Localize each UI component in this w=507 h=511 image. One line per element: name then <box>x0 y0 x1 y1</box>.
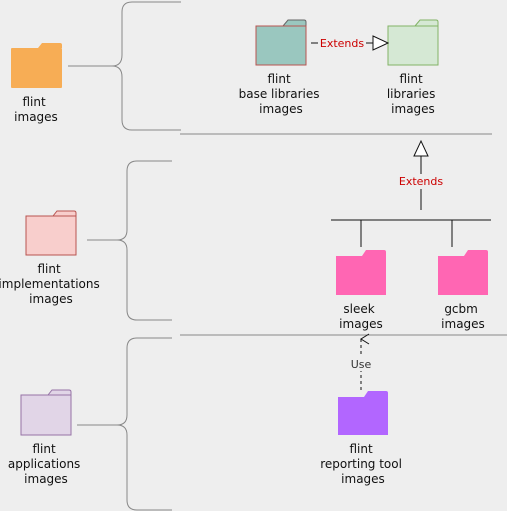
libraries-label: flint libraries images <box>387 72 439 116</box>
tier-apps-label-line: flint <box>32 442 55 456</box>
reporting-tool-folder-tab <box>364 391 388 397</box>
folder-icon[interactable] <box>336 250 386 295</box>
extends-label-vertical: Extends <box>399 175 443 188</box>
use-label: Use <box>351 358 372 371</box>
folder-icon[interactable] <box>387 19 439 66</box>
folder-icon[interactable] <box>11 43 62 88</box>
libraries-folder-body <box>387 25 439 66</box>
tier-impl-label-line: flint <box>37 262 60 276</box>
extends-label-horizontal: Extends <box>320 37 364 50</box>
use-label-bg <box>348 357 374 371</box>
base-libraries-label-line: flint <box>267 72 290 86</box>
tier-apps-label-line: applications <box>8 457 80 471</box>
libraries-label-line: libraries <box>387 87 435 101</box>
base-libraries-label: flint base libraries images <box>239 72 324 116</box>
libraries-label-line: images <box>391 102 435 116</box>
tier-impl-label-line: implementations <box>0 277 100 291</box>
tier-impl-folder-tab <box>51 210 77 217</box>
folder-icon[interactable] <box>338 391 388 435</box>
folder-icon[interactable] <box>255 19 307 66</box>
tier-apps-folder-body <box>20 394 72 436</box>
reporting-tool-label-line: flint <box>349 442 372 456</box>
tier-apps-folder-tab <box>46 389 72 396</box>
base-libraries-label-line: base libraries <box>239 87 320 101</box>
sleek-folder-tab <box>362 250 386 256</box>
folder-icon[interactable] <box>25 210 77 256</box>
tier-impl-label-line: images <box>29 292 73 306</box>
libraries-label-line: flint <box>399 72 422 86</box>
extends-vertical-label-bg <box>396 174 446 189</box>
gcbm-label: gcbm images <box>441 302 485 331</box>
tier-apps-label: flint applications images <box>8 442 84 486</box>
extends-label-bg <box>318 36 366 50</box>
base-libraries-label-line: images <box>259 102 303 116</box>
tier-images-label-line: flint <box>22 95 45 109</box>
sleek-label-line: sleek <box>343 302 374 316</box>
tier-images-label-line: images <box>14 110 58 124</box>
gcbm-folder-tab <box>464 250 488 256</box>
tier-images-folder-body <box>11 48 62 88</box>
bracket-impl <box>87 160 172 321</box>
gcbm-folder-body <box>438 256 488 295</box>
gcbm-label-line: gcbm <box>444 302 478 316</box>
reporting-tool-label-line: images <box>341 472 385 486</box>
tier-impl-folder-body <box>25 215 77 256</box>
libraries-folder-tab <box>413 19 439 27</box>
gcbm-label-line: images <box>441 317 485 331</box>
reporting-tool-folder-body <box>338 397 388 435</box>
bracket-images <box>68 1 181 131</box>
sleek-label-line: images <box>339 317 383 331</box>
folder-icon[interactable] <box>20 389 72 436</box>
base-libraries-folder-body <box>255 25 307 66</box>
reporting-tool-label-line: reporting tool <box>320 457 402 471</box>
tier-apps-label-line: images <box>24 472 68 486</box>
tier-impl-label: flint implementations images <box>0 262 104 306</box>
tier-images-label: flint images <box>14 95 58 124</box>
reporting-tool-label: flint reporting tool images <box>320 442 406 486</box>
sleek-label: sleek images <box>339 302 383 331</box>
bracket-apps <box>77 337 172 511</box>
tier-images-folder-tab <box>38 43 62 48</box>
base-libraries-folder-tab <box>281 19 307 27</box>
folder-icon[interactable] <box>438 250 488 295</box>
sleek-folder-body <box>336 256 386 295</box>
